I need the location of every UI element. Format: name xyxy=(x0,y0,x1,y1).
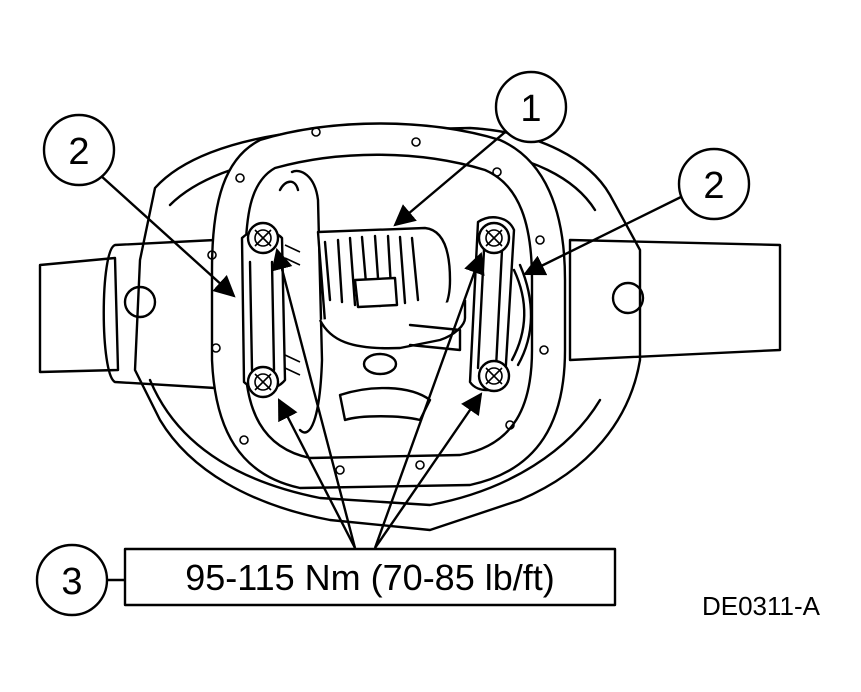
bearing-cap-bolt-lower-right xyxy=(477,359,511,393)
bearing-cap-bolt-upper-left xyxy=(246,221,280,255)
left-axle-tube xyxy=(38,238,217,390)
callout-1-label: 1 xyxy=(520,88,541,130)
callout-2-right: 2 xyxy=(677,147,751,221)
leader-lines-3 xyxy=(271,247,485,549)
bearing-cap-bolt-lower-left xyxy=(246,365,280,399)
callout-1: 1 xyxy=(494,70,568,144)
ring-gear-carrier xyxy=(278,169,467,434)
callout-3: 3 xyxy=(35,543,109,617)
leader-line-1 xyxy=(393,127,511,227)
callout-2-left-label: 2 xyxy=(68,131,89,173)
right-axle-tube xyxy=(568,238,782,362)
torque-spec-box: 95-115 Nm (70-85 lb/ft) xyxy=(123,547,617,607)
callout-2-right-label: 2 xyxy=(703,165,724,207)
leader-line-2-left xyxy=(99,174,236,298)
leader-line-2-right xyxy=(523,194,684,276)
figure-reference: DE0311-A xyxy=(702,591,821,621)
callout-2-left: 2 xyxy=(42,113,116,187)
bearing-cap-bolt-upper-right xyxy=(477,221,511,255)
callout-3-label: 3 xyxy=(61,561,82,603)
torque-spec-text: 95-115 Nm (70-85 lb/ft) xyxy=(185,557,555,598)
